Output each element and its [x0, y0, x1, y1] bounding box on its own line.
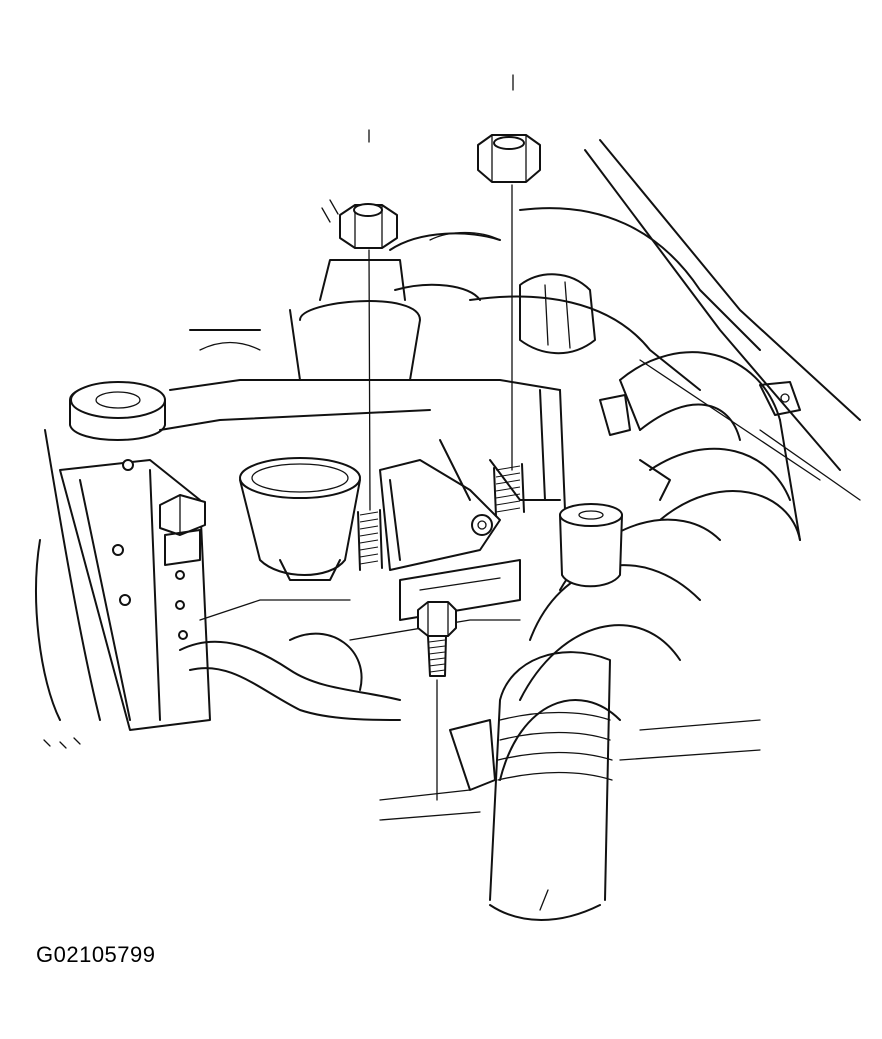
nut-right	[477, 74, 541, 471]
wire-harness	[179, 599, 521, 721]
frame-lines	[584, 139, 861, 501]
figure-id-label: G02105799	[36, 942, 156, 967]
crossmember	[159, 231, 561, 431]
lower-bracket	[379, 719, 761, 821]
spring-left	[357, 509, 383, 571]
bolt-lower	[417, 601, 457, 801]
center-bracket	[379, 389, 566, 621]
mount-cup	[239, 457, 361, 581]
cushion-pad	[69, 381, 166, 441]
bushing-right	[559, 503, 623, 588]
hose-clip	[599, 381, 801, 501]
upper-hose	[389, 207, 761, 391]
bracket-bolt	[159, 494, 206, 566]
chassis-bracket	[35, 429, 211, 731]
detail-marks	[43, 199, 339, 749]
main-hose	[489, 351, 801, 921]
spring-right	[493, 463, 525, 517]
nut-left	[339, 129, 398, 511]
